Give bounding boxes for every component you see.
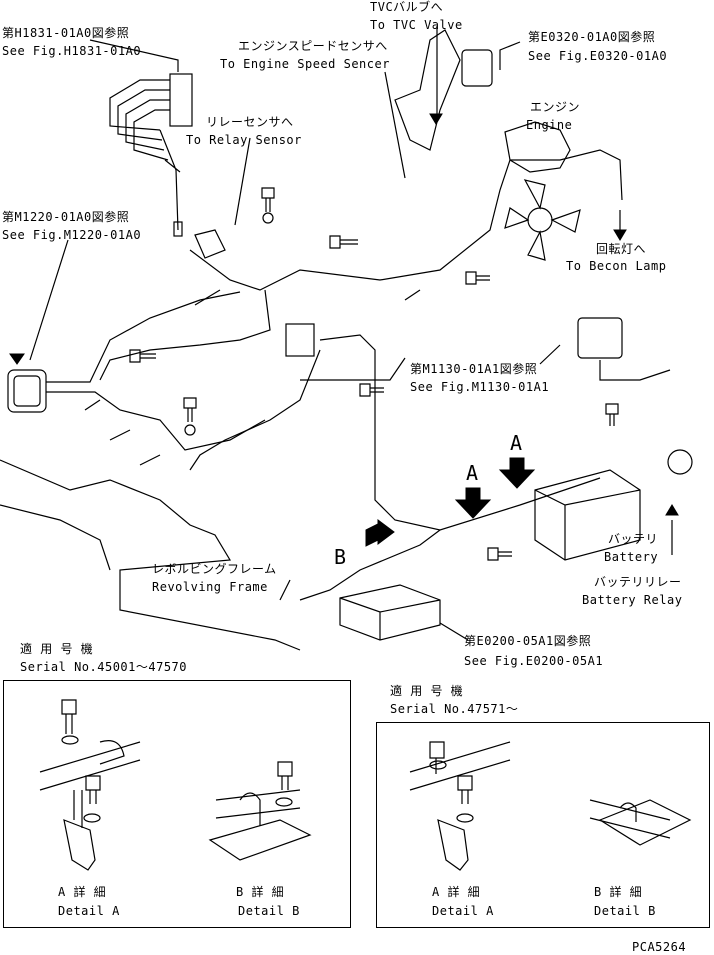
callout-engine-jp: エンジン xyxy=(530,100,581,114)
mark-b: B xyxy=(334,545,347,569)
e0320-component xyxy=(461,49,493,87)
relay-connector-block xyxy=(169,73,193,127)
callout-e0320-jp: 第E0320-01A0図参照 xyxy=(528,30,656,44)
callout-e0200-en: See Fig.E0200-05A1 xyxy=(464,654,604,668)
callout-m1130-jp: 第M1130-01A1図参照 xyxy=(410,362,538,376)
serial-left-jp: 適 用 号 機 xyxy=(20,642,94,656)
callout-frame-jp: レボルビングフレーム xyxy=(152,562,277,576)
detail-b-left-jp: B 詳 細 xyxy=(236,885,285,899)
serial-right-jp: 適 用 号 機 xyxy=(390,684,464,698)
serial-right-en: Serial No.47571～ xyxy=(390,702,519,716)
callout-h1831-en: See Fig.H1831-01A0 xyxy=(2,44,142,58)
detail-b-right-jp: B 詳 細 xyxy=(594,885,643,899)
callout-batrelay-jp: バッテリリレー xyxy=(594,575,682,589)
arrow-a-2 xyxy=(454,487,492,519)
callout-batrelay-en: Battery Relay xyxy=(582,593,683,607)
callout-e0320-en: See Fig.E0320-01A0 xyxy=(528,49,668,63)
callout-speed-en: To Engine Speed Sencer xyxy=(220,57,390,71)
callout-h1831-jp: 第H1831-01A0図参照 xyxy=(2,26,130,40)
battery-relay-shape xyxy=(667,449,693,475)
callout-engine-en: Engine xyxy=(526,118,573,132)
callout-relay-en: To Relay Sensor xyxy=(186,133,302,147)
detail-a-left-jp: A 詳 細 xyxy=(58,885,107,899)
callout-becon-en: To Becon Lamp xyxy=(566,259,667,273)
detail-box-left xyxy=(3,680,351,928)
mark-a-left: A xyxy=(466,461,479,485)
m1130-component xyxy=(577,317,623,359)
controller-box xyxy=(339,584,441,641)
callout-tvc-en: To TVC Valve xyxy=(370,18,463,32)
callout-relay-jp: リレーセンサへ xyxy=(206,115,294,129)
callout-m1220-jp: 第M1220-01A0図参照 xyxy=(2,210,130,224)
detail-a-right-en: Detail A xyxy=(432,904,494,918)
cooling-fan xyxy=(504,179,581,261)
arrow-b xyxy=(365,519,395,547)
serial-left-en: Serial No.45001～47570 xyxy=(20,660,187,674)
battery-shape xyxy=(534,469,641,561)
arrow-tip-4 xyxy=(429,113,443,125)
callout-frame-en: Revolving Frame xyxy=(152,580,268,594)
detail-b-left-en: Detail B xyxy=(238,904,300,918)
revolving-frame-outline xyxy=(0,459,301,651)
mark-a-right: A xyxy=(510,431,523,455)
callout-battery-jp: バッテリ xyxy=(608,532,659,546)
detail-a-left-en: Detail A xyxy=(58,904,120,918)
arrow-tip-2 xyxy=(613,229,627,241)
detail-b-right-en: Detail B xyxy=(594,904,656,918)
arrow-a-1 xyxy=(498,457,536,489)
relay-box xyxy=(285,323,315,357)
work-lamp xyxy=(7,369,47,413)
engine-outline xyxy=(504,121,571,173)
callout-tvc-jp: TVCバルブへ xyxy=(370,0,444,14)
callout-becon-jp: 回転灯へ xyxy=(596,242,647,256)
detail-box-right xyxy=(376,722,710,928)
callout-m1220-en: See Fig.M1220-01A0 xyxy=(2,228,142,242)
callout-speed-jp: エンジンスピードセンサへ xyxy=(238,39,388,53)
arrow-tip-3 xyxy=(665,504,679,516)
drawing-id: PCA5264 xyxy=(632,940,687,954)
callout-m1130-en: See Fig.M1130-01A1 xyxy=(410,380,550,394)
arrow-tip-1 xyxy=(9,353,25,365)
detail-a-right-jp: A 詳 細 xyxy=(432,885,481,899)
callout-e0200-jp: 第E0200-05A1図参照 xyxy=(464,634,592,648)
callout-battery-en: Battery xyxy=(604,550,659,564)
